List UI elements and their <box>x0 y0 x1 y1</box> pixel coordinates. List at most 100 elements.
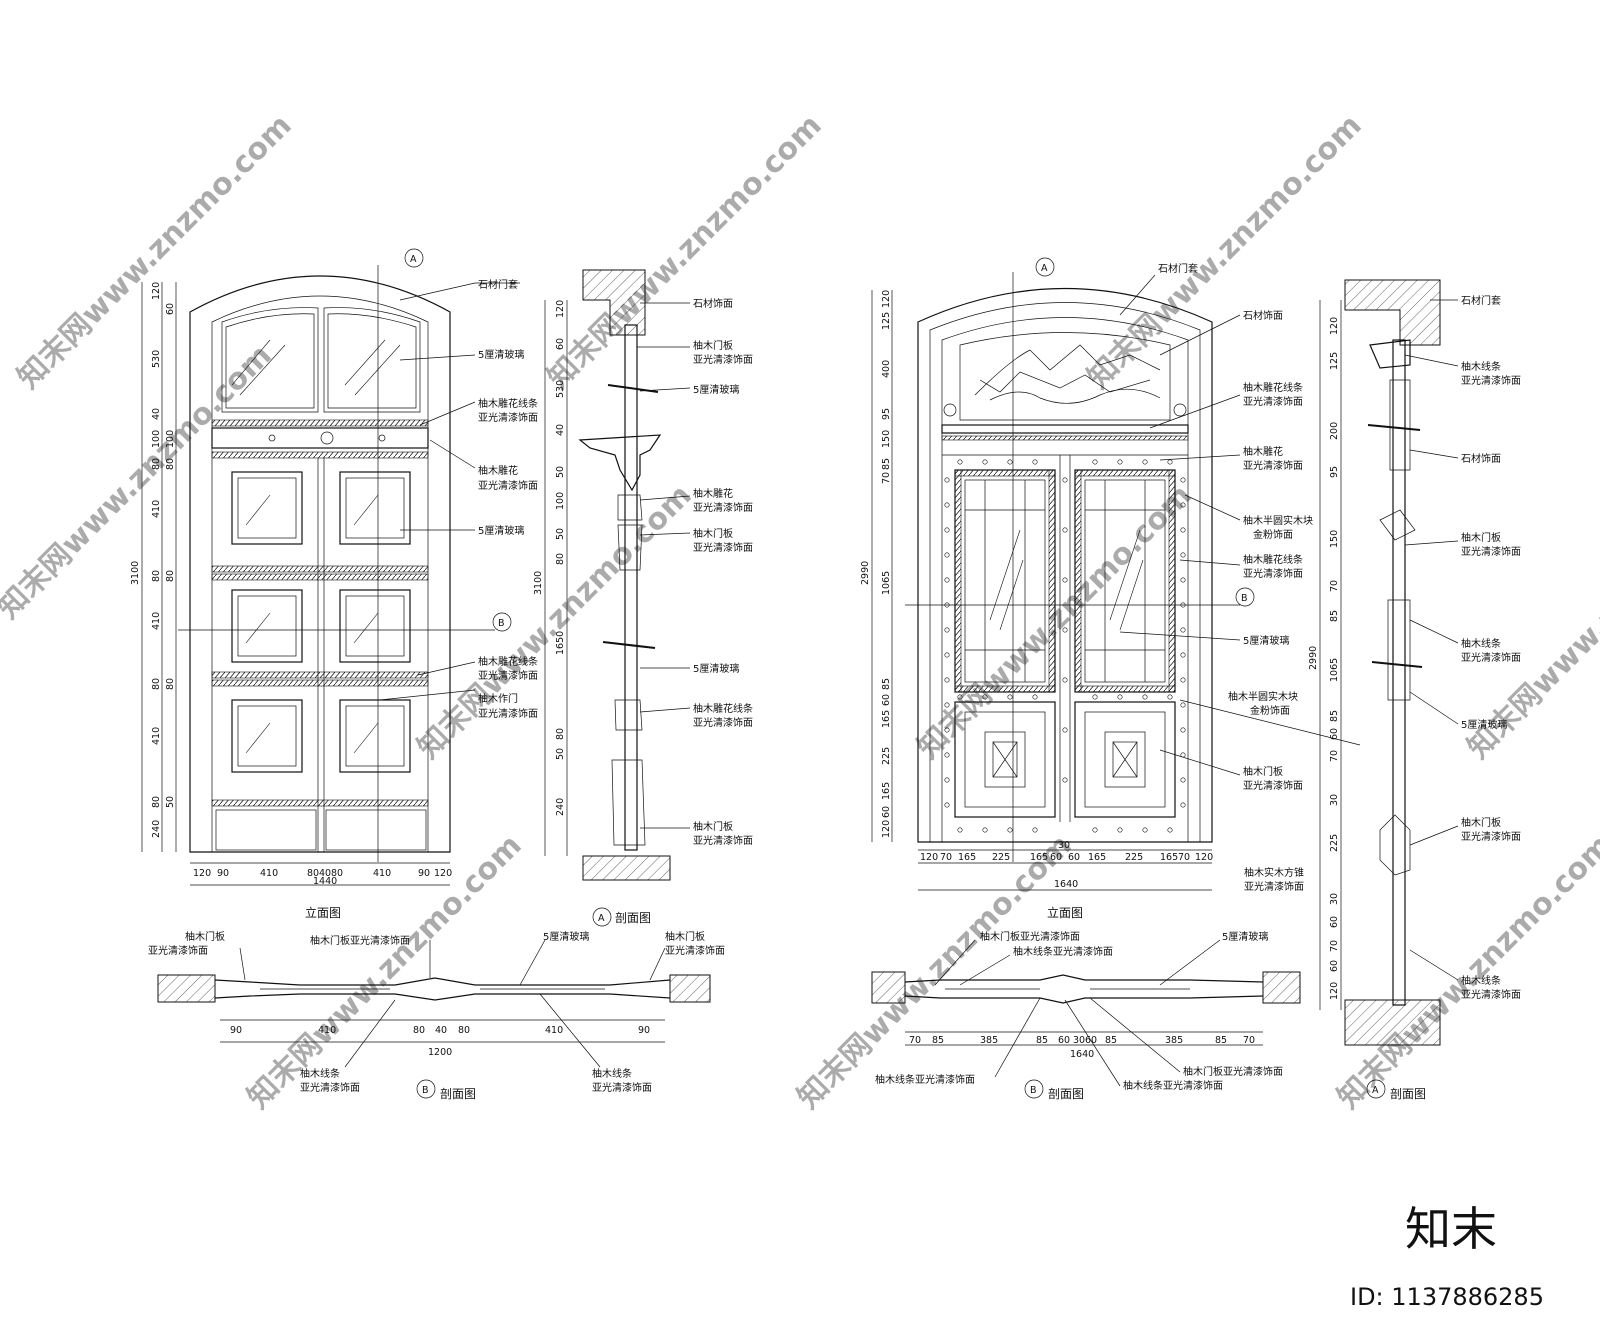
annotation-label: 石材门套 <box>1461 294 1501 307</box>
section-marker-b: B <box>1030 1085 1037 1096</box>
dim-value: 120 <box>1195 852 1213 863</box>
annotation-label: 柚木门板 <box>693 339 733 352</box>
dim-value: 95 <box>1329 466 1340 478</box>
annotation-label: 柚木门板 <box>665 930 705 943</box>
section-marker-b: B <box>422 1085 429 1096</box>
annotation-label: 柚木线条 <box>1461 360 1501 373</box>
annotation-label: 柚木门板 <box>693 820 733 833</box>
annotation-label: 亚光清漆饰面 <box>693 541 753 554</box>
door1-glass-panels <box>231 471 411 773</box>
watermark-layer: 知末网www.znzmo.com 知末网www.znzmo.com 知末网www… <box>0 108 1600 1116</box>
section-marker-b: B <box>1241 593 1248 604</box>
drawing-caption: 剖面图 <box>1048 1087 1084 1101</box>
watermark-text: 知末网www.znzmo.com <box>411 478 699 766</box>
drawing-caption: 剖面图 <box>1390 1087 1426 1101</box>
dim-value: 225 <box>992 852 1010 863</box>
annotation-label: 亚光清漆饰面 <box>693 834 753 847</box>
annotation-label: 亚光清漆饰面 <box>478 479 538 492</box>
dim-value: 60 <box>1058 1035 1070 1046</box>
annotation-label: 柚木作门 <box>478 692 518 705</box>
dim-value: 85 <box>881 458 892 470</box>
dim-value: 60 <box>1050 852 1062 863</box>
door2-rivet-dots <box>944 459 1186 833</box>
dim-value: 60 <box>881 806 892 818</box>
dim-value: 100 <box>165 430 176 448</box>
door2-horizontal-dims: 120 70 165 225 165 60 60 165 225 165 70 … <box>920 840 1213 890</box>
annotation-label: 石材饰面 <box>693 297 733 310</box>
section-marker-b: B <box>498 618 505 629</box>
dim-total-height: 3100 <box>533 571 544 595</box>
annotation-label: 柚木线条 <box>1461 637 1501 650</box>
annotation-label: 亚光清漆饰面 <box>1243 567 1303 580</box>
dim-value: 80 <box>165 570 176 582</box>
dim-value: 80 <box>555 553 566 565</box>
dim-value: 60 <box>1329 916 1340 928</box>
dim-value: 50 <box>165 796 176 808</box>
dim-value: 90 <box>230 1025 242 1036</box>
section-marker-a: A <box>598 913 605 924</box>
drawing-caption: 剖面图 <box>440 1087 476 1101</box>
dim-total-height: 3100 <box>130 561 141 585</box>
annotation-label: 5厘清玻璃 <box>478 524 524 537</box>
annotation-label: 5厘清玻璃 <box>543 930 589 943</box>
section-marker-a: A <box>410 254 417 265</box>
door2-section-b: 70 85 385 85 60 30 60 85 385 85 70 1640 … <box>871 930 1301 1101</box>
annotation-label: 柚木门板亚光清漆饰面 <box>980 930 1080 943</box>
logo-wordmark: 知末 <box>1405 1202 1497 1256</box>
dim-value: 165 <box>881 710 892 728</box>
annotation-label: 柚木雕花 <box>478 464 518 477</box>
dim-total-width: 1200 <box>428 1047 452 1058</box>
annotation-label: 柚木线条 <box>300 1067 340 1080</box>
dim-value: 410 <box>151 612 162 630</box>
annotation-label: 柚木线条 <box>592 1067 632 1080</box>
dim-value: 90 <box>638 1025 650 1036</box>
dim-value: 225 <box>1329 834 1340 852</box>
dim-value: 95 <box>881 408 892 420</box>
door2-section-a-dims: 120 125 200 95 150 70 85 1065 85 60 70 3… <box>1308 317 1340 1000</box>
door1-section-a: A 剖面图 120 60 530 40 50 100 50 80 1650 80… <box>533 269 753 927</box>
annotation-label: 柚木门板 <box>1461 816 1501 829</box>
annotation-label: 柚木线条亚光清漆饰面 <box>1013 945 1113 958</box>
dim-value: 120 <box>920 852 938 863</box>
door1-section-b-dims: 90 410 80 40 80 410 90 1200 <box>230 1025 650 1058</box>
dim-value: 50 <box>555 466 566 478</box>
dim-value: 1650 <box>555 631 566 655</box>
watermark-text: 知末网www.znzmo.com <box>541 108 829 396</box>
dim-value: 85 <box>1105 1035 1117 1046</box>
dim-value: 80 <box>458 1025 470 1036</box>
dim-value: 400 <box>881 360 892 378</box>
dim-value: 85 <box>1215 1035 1227 1046</box>
annotation-label: 石材饰面 <box>1243 309 1283 322</box>
dim-value: 100 <box>555 492 566 510</box>
dim-value: 90 <box>418 868 430 879</box>
dim-value: 120 <box>881 820 892 838</box>
annotation-label: 金粉饰面 <box>1253 528 1293 541</box>
annotation-label: 5厘清玻璃 <box>1222 930 1268 943</box>
annotation-label: 柚木雕花线条 <box>478 655 538 668</box>
image-id-label: ID: 1137886285 <box>1350 1283 1544 1311</box>
dim-value: 410 <box>151 500 162 518</box>
dim-value: 30 <box>1329 893 1340 905</box>
dim-value: 410 <box>373 868 391 879</box>
annotation-label: 亚光清漆饰面 <box>1461 830 1521 843</box>
annotation-label: 柚木半圆实木块 <box>1228 690 1298 703</box>
dim-value: 80 <box>151 570 162 582</box>
dim-value: 165 <box>881 782 892 800</box>
dim-value: 85 <box>1329 610 1340 622</box>
dim-value: 165 <box>1088 852 1106 863</box>
dim-total-height: 2990 <box>1308 646 1319 670</box>
annotation-label: 石材门套 <box>1158 262 1198 275</box>
annotation-label: 亚光清漆饰面 <box>1243 395 1303 408</box>
dim-value: 70 <box>881 472 892 484</box>
dim-value: 30 <box>1073 1035 1085 1046</box>
dim-value: 120 <box>1329 317 1340 335</box>
section-marker-a: A <box>1372 1085 1379 1096</box>
dim-value: 85 <box>932 1035 944 1046</box>
dim-value: 120 <box>881 290 892 308</box>
dim-value: 85 <box>1329 710 1340 722</box>
dim-value: 120 <box>1329 982 1340 1000</box>
dim-value: 80 <box>165 678 176 690</box>
drawing-caption: 立面图 <box>1047 905 1083 920</box>
annotation-label: 亚光清漆饰面 <box>300 1081 360 1094</box>
watermark-text: 知末网www.znzmo.com <box>791 828 1079 1116</box>
